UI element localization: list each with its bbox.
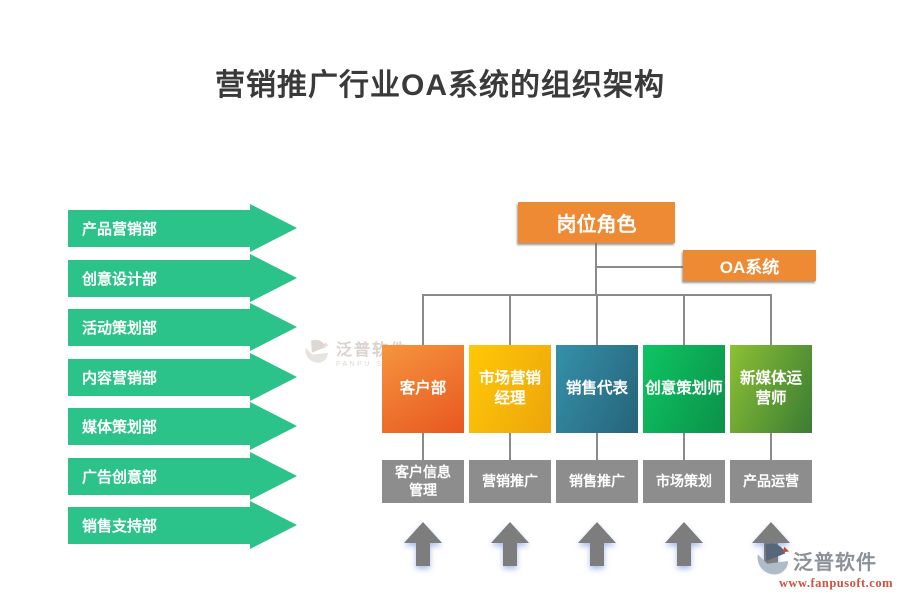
connector-line (683, 433, 685, 460)
arrow-right-icon (250, 402, 297, 450)
connector-line (509, 433, 511, 460)
footer-brand-name: 泛普软件 (793, 551, 877, 574)
arrow-right-icon (250, 501, 297, 549)
dept-arrow-label: 创意设计部 (82, 271, 158, 288)
dept-arrow: 内容营销部 (68, 353, 297, 401)
arrow-right-icon (250, 353, 297, 401)
connector-line (595, 266, 684, 268)
connector-line (422, 294, 424, 345)
function-box: 市场策划 (643, 460, 725, 503)
dept-arrow: 产品营销部 (68, 204, 297, 252)
dept-arrow: 媒体策划部 (68, 402, 297, 450)
dept-arrow-label: 销售支持部 (82, 518, 158, 535)
dept-arrow-label: 产品营销部 (82, 221, 158, 238)
connector-line (770, 433, 772, 460)
connector-line (596, 433, 598, 460)
function-box: 客户信息 管理 (382, 460, 464, 503)
connector-line (770, 294, 772, 345)
root-node-box: 岗位角色 (518, 202, 675, 243)
arrow-right-icon (250, 452, 297, 500)
oa-system-box: OA系统 (683, 250, 816, 281)
dept-arrow: 创意设计部 (68, 254, 297, 302)
dept-arrow-label: 活动策划部 (82, 320, 158, 337)
arrow-up-icon (578, 522, 616, 566)
page-title: 营销推广行业OA系统的组织架构 (215, 69, 665, 102)
role-box: 客户部 (382, 345, 464, 433)
role-box: 市场营销 经理 (469, 345, 551, 433)
connector-line (683, 294, 685, 345)
role-box: 创意策划师 (643, 345, 725, 433)
fanpu-logo-icon (305, 339, 329, 363)
connector-line (596, 294, 598, 345)
connector-line (422, 433, 424, 460)
arrow-up-icon (491, 522, 529, 566)
function-box: 营销推广 (469, 460, 551, 503)
function-box: 销售推广 (556, 460, 638, 503)
fanpu-logo-icon (757, 543, 790, 575)
dept-arrow-label: 媒体策划部 (82, 419, 158, 436)
arrow-up-icon (665, 522, 703, 566)
dept-arrow: 销售支持部 (68, 501, 297, 549)
arrow-right-icon (250, 204, 297, 252)
dept-arrow-label: 内容营销部 (82, 370, 158, 387)
dept-arrow-label: 广告创意部 (82, 469, 158, 486)
function-box: 产品运营 (730, 460, 812, 503)
role-box: 新媒体运 营师 (730, 345, 812, 433)
dept-arrow: 活动策划部 (68, 303, 297, 351)
connector-line (595, 243, 597, 295)
arrow-up-icon (404, 522, 442, 566)
connector-line (509, 294, 511, 345)
arrow-right-icon (250, 254, 297, 302)
role-box: 销售代表 (556, 345, 638, 433)
dept-arrow: 广告创意部 (68, 452, 297, 500)
footer-brand-block: 泛普软件 www.fanpusoft.com (753, 541, 893, 591)
arrow-right-icon (250, 303, 297, 351)
footer-url: www.fanpusoft.com (778, 576, 893, 590)
